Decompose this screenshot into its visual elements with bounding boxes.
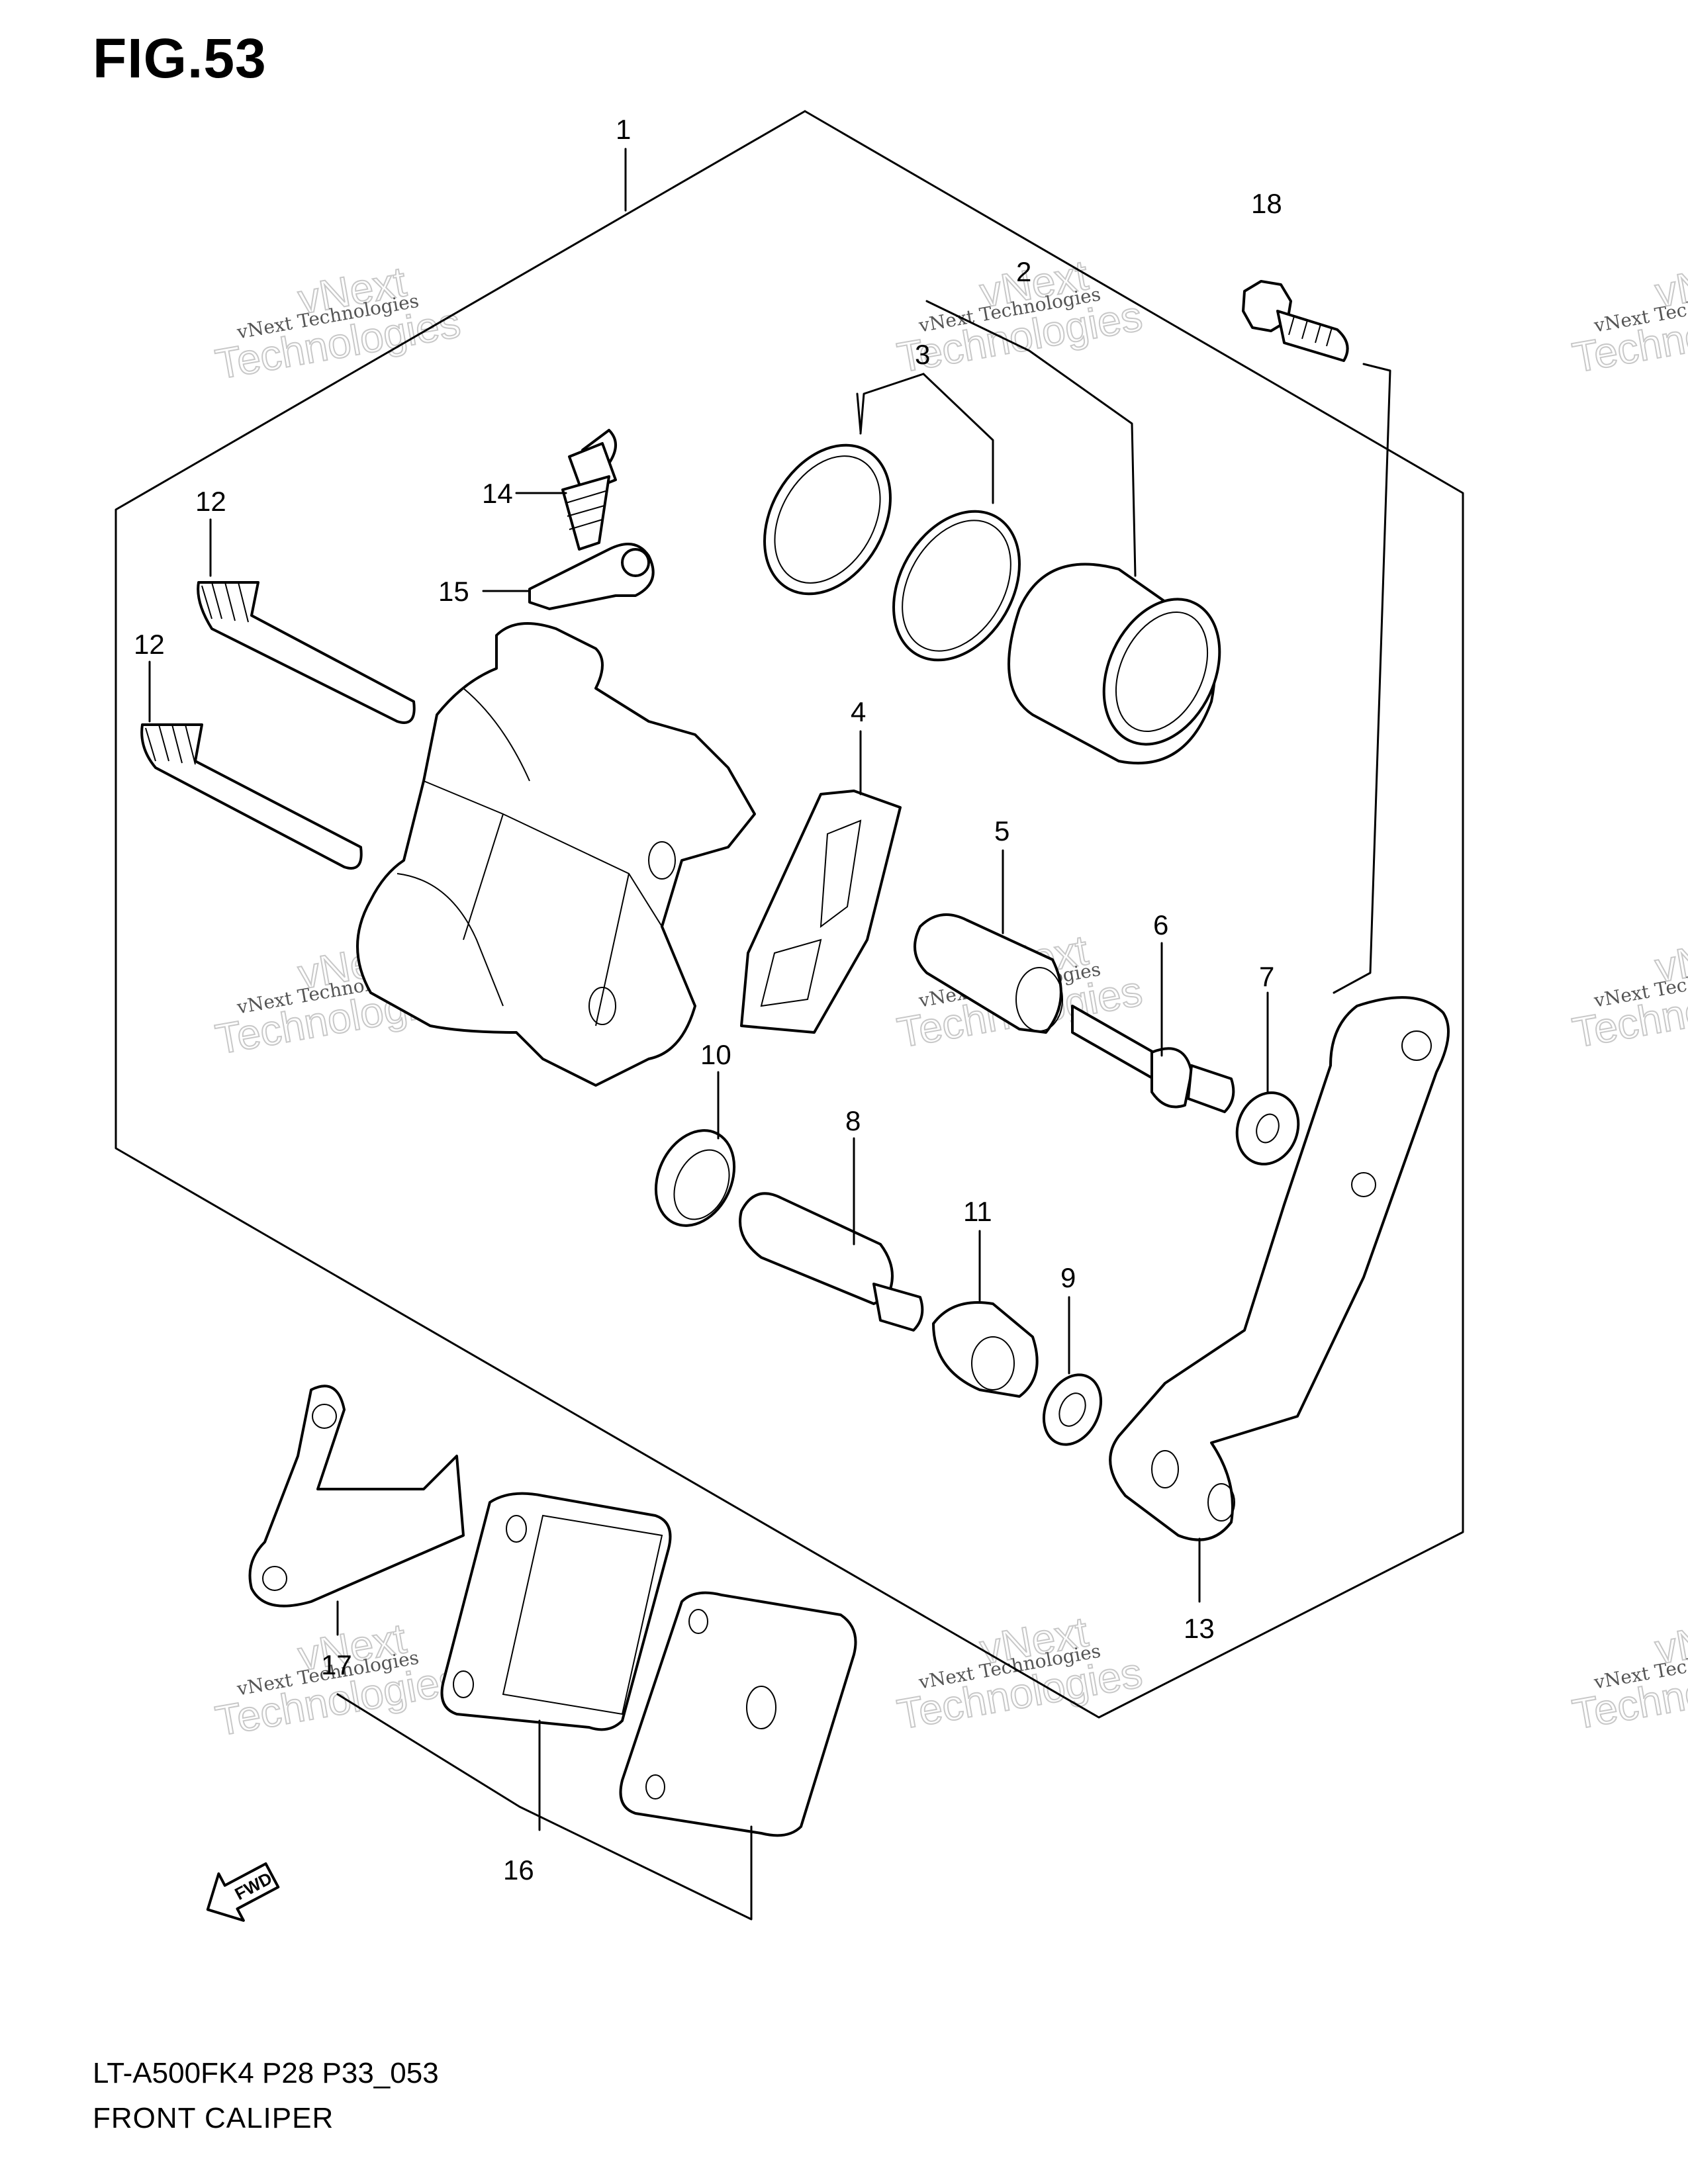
callout-6: 6	[1153, 909, 1168, 940]
callout-13: 13	[1184, 1613, 1215, 1644]
piston-2	[1008, 563, 1221, 765]
watermark-6: vNext Technologies vNext Technologies	[1568, 925, 1688, 1058]
boot-11	[932, 1301, 1039, 1398]
callout-11: 11	[963, 1196, 992, 1227]
bleeder-valve-14	[561, 429, 617, 551]
callout-9: 9	[1060, 1262, 1076, 1293]
callout-8: 8	[845, 1105, 861, 1136]
watermark-3: vNext Technologies vNext Technologies	[1568, 250, 1688, 383]
model-code: LT-A500FK4 P28 P33_053	[93, 2057, 439, 2089]
callout-1: 1	[616, 114, 631, 145]
slide-pin-12-upper	[197, 581, 416, 724]
callout-18: 18	[1251, 188, 1282, 219]
boot-10	[654, 1129, 736, 1227]
callout-17: 17	[321, 1649, 352, 1680]
callout-12a: 12	[195, 486, 226, 517]
watermark-9: vNext Technologies vNext Technologies	[1568, 1607, 1688, 1739]
callout-10: 10	[700, 1039, 731, 1070]
sleeve-5	[914, 913, 1063, 1034]
callout-4: 4	[851, 696, 866, 727]
callout-5: 5	[994, 815, 1009, 846]
callout-15: 15	[438, 576, 469, 607]
washer-7	[1235, 1091, 1300, 1165]
bleeder-cap-15	[528, 543, 655, 610]
pad-spring-4	[740, 790, 902, 1034]
caliper-body	[356, 622, 756, 1087]
seal-3-inner	[892, 510, 1021, 662]
fwd-arrow-icon: FWD	[206, 1862, 280, 1922]
figure-title: FIG.53	[93, 27, 267, 89]
callout-2: 2	[1016, 256, 1031, 287]
watermark-1: vNext Technologies vNext Technologies	[211, 257, 464, 389]
brake-pad-16-inner	[440, 1492, 672, 1731]
caliper-bracket-13	[1109, 996, 1450, 1541]
seal-3-outer	[763, 443, 892, 596]
bolt-6	[1071, 1005, 1235, 1113]
pad-shim-17	[248, 1385, 465, 1608]
figure-name: FRONT CALIPER	[93, 2102, 334, 2134]
callout-7: 7	[1259, 961, 1274, 992]
assembly-outline	[115, 110, 1464, 1719]
brake-pad-16-outer	[619, 1591, 857, 1837]
callout-labels: 1 2 3 4 5 6 7 8 9 10 11 12 12 13 14 15 1…	[134, 114, 1282, 1886]
washer-9	[1042, 1373, 1103, 1446]
leader-lines	[148, 148, 1269, 1921]
callout-16: 16	[503, 1854, 534, 1886]
callout-3: 3	[915, 339, 930, 370]
slide-pin-8	[739, 1192, 924, 1332]
bolt-18	[1242, 280, 1391, 994]
callout-14: 14	[482, 478, 513, 509]
slide-pin-12-lower	[140, 723, 363, 870]
callout-12b: 12	[134, 629, 165, 660]
